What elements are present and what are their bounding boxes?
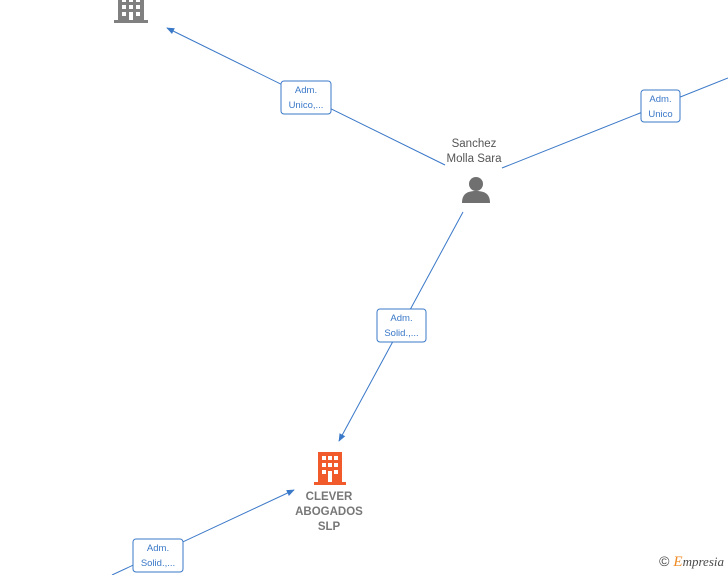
edge-label-line-2: Unico,... — [289, 100, 324, 111]
edge-label-line-2: Solid.,... — [141, 558, 175, 569]
company-name-line-1: CLEVER — [306, 491, 353, 503]
building-icon — [114, 0, 148, 23]
edge-label-line-1: Adm. — [147, 543, 169, 554]
company-name-line-3: SLP — [318, 521, 341, 533]
edge-label-line-2: Unico — [648, 109, 672, 120]
company-node-topleft[interactable] — [114, 0, 148, 23]
edge-label-line-1: Adm. — [390, 313, 412, 324]
brand-initial: E — [673, 554, 683, 570]
person-name-line-1: Sanchez — [452, 138, 497, 150]
edge-label-bottomleft-to-main[interactable]: Adm. Solid.,... — [132, 538, 184, 573]
edge-label-person-to-right[interactable]: Adm. Unico — [640, 89, 681, 123]
person-icon — [462, 177, 490, 203]
brand-name: mpresia — [682, 554, 724, 569]
empresia-watermark: ©Empresia — [659, 553, 724, 571]
edge-label-line-1: Adm. — [295, 85, 317, 96]
company-name-line-2: ABOGADOS — [295, 506, 363, 518]
person-name-line-2: Molla Sara — [447, 153, 503, 165]
person-node[interactable]: Sanchez Molla Sara — [447, 138, 503, 203]
building-icon — [314, 452, 346, 485]
edge-label-person-to-main[interactable]: Adm. Solid.,... — [376, 308, 427, 343]
edges — [111, 27, 728, 575]
main-company-node[interactable]: CLEVER ABOGADOS SLP — [295, 452, 363, 533]
edge-label-line-1: Adm. — [649, 94, 671, 105]
edge-person-to-right[interactable] — [501, 77, 728, 169]
copyright-symbol: © — [659, 553, 670, 569]
edge-label-line-2: Solid.,... — [384, 328, 418, 339]
edge-label-person-to-topleft[interactable]: Adm. Unico,... — [280, 80, 332, 115]
